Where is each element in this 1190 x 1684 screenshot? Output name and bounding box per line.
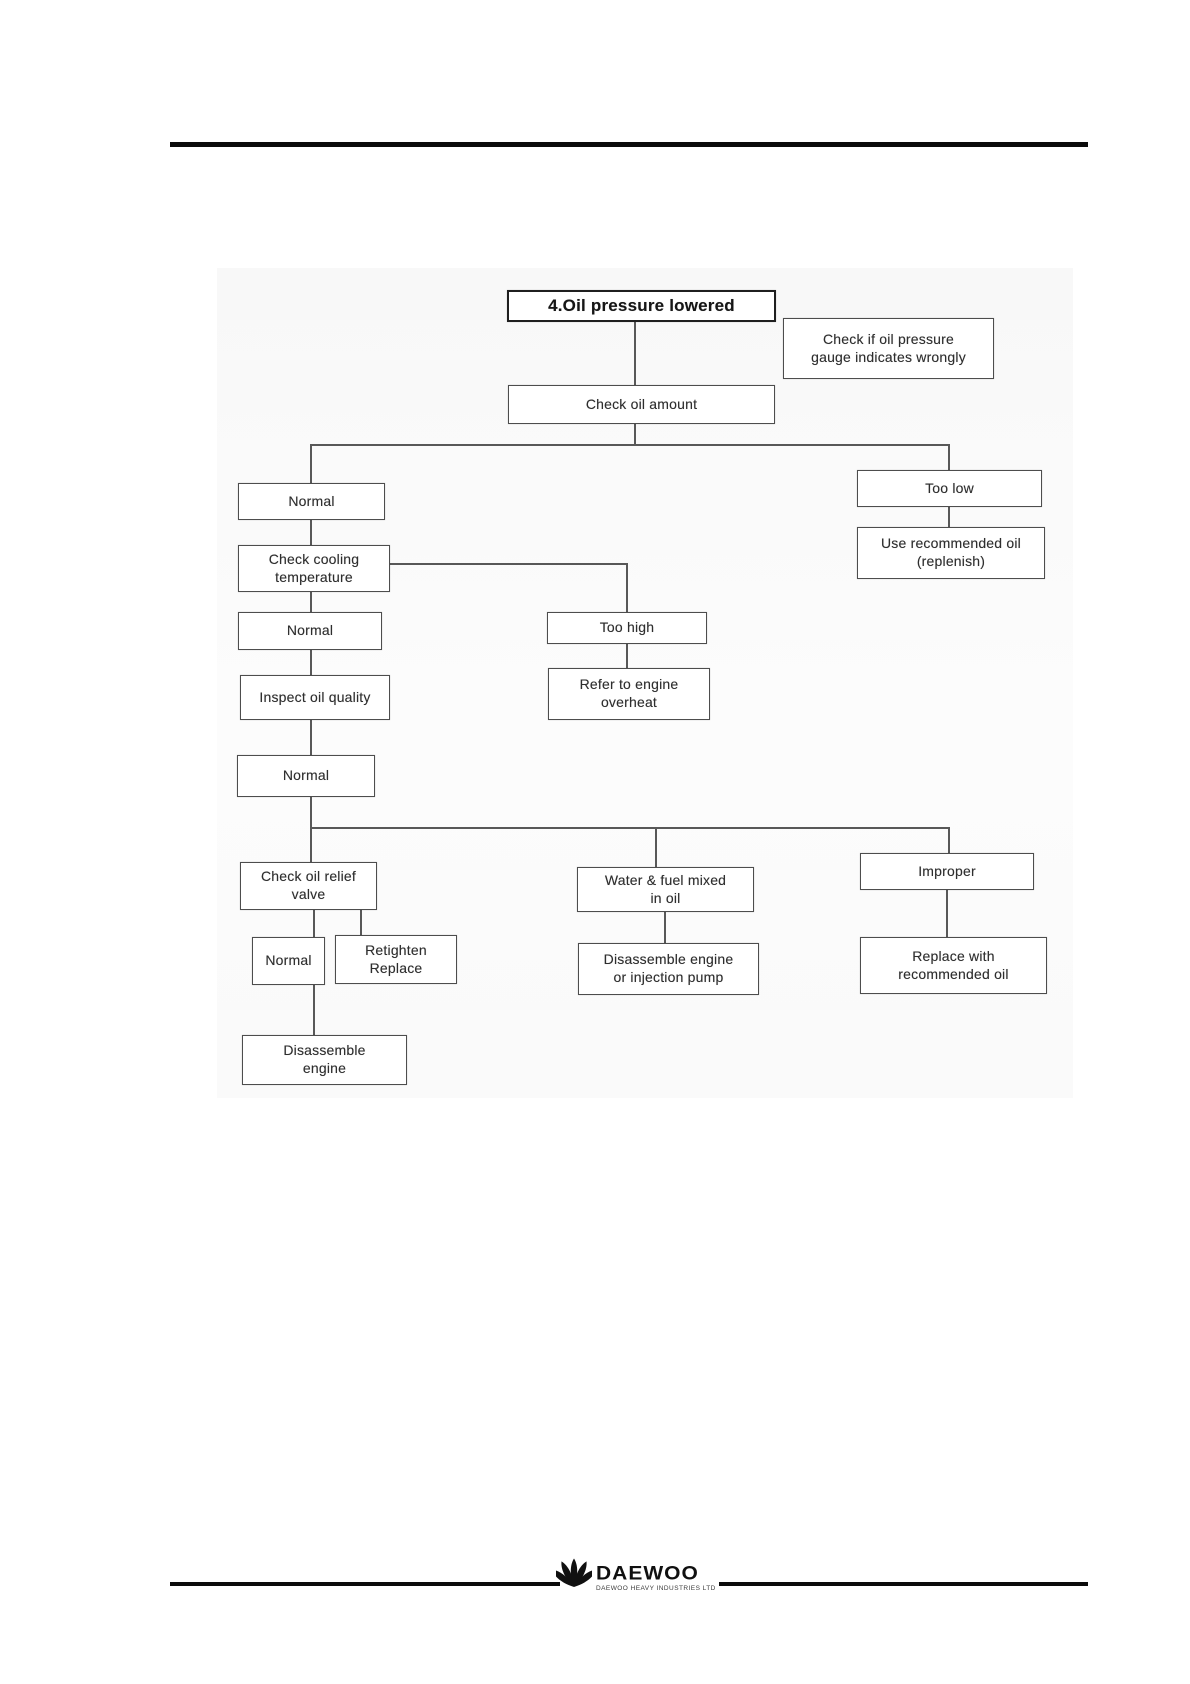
- connector: [310, 444, 312, 483]
- flow-node-replace-with-recommended-oil: Replace with recommended oil: [860, 937, 1047, 994]
- flow-node-normal-2: Normal: [238, 612, 382, 650]
- flow-node-check-cooling-temperature: Check cooling temperature: [238, 545, 390, 592]
- brand-text-block: DAEWOO DAEWOO HEAVY INDUSTRIES LTD: [596, 1556, 716, 1592]
- connector: [310, 518, 312, 545]
- flow-node-oil-pressure-lowered: 4.Oil pressure lowered: [507, 290, 776, 322]
- connector: [310, 590, 312, 612]
- flow-node-label: Too low: [925, 479, 974, 496]
- daewoo-fan-icon: [556, 1558, 592, 1587]
- flow-node-label: Too high: [599, 619, 655, 636]
- connector: [626, 563, 628, 612]
- flow-node-label: Check cooling temperature: [268, 550, 360, 585]
- brand-wordmark: DAEWOO: [596, 1562, 699, 1585]
- connector: [310, 827, 950, 829]
- flow-node-label: Refer to engine overheat: [579, 676, 679, 710]
- flow-node-check-oil-amount: Check oil amount: [508, 385, 775, 424]
- flow-node-improper: Improper: [860, 853, 1034, 890]
- flow-node-label: Disassemble engine or injection pump: [603, 951, 734, 985]
- flow-node-too-high: Too high: [547, 612, 707, 644]
- connector: [310, 648, 312, 675]
- flow-node-label: Normal: [282, 767, 330, 784]
- connector: [634, 318, 636, 385]
- flow-node-label: Water & fuel mixed in oil: [604, 871, 727, 906]
- connector: [360, 908, 362, 935]
- flow-node-label: Normal: [288, 492, 335, 509]
- footer-rule-left: [170, 1582, 560, 1586]
- brand-company-line: DAEWOO HEAVY INDUSTRIES LTD: [596, 1585, 716, 1592]
- footer-rule-right: [719, 1582, 1088, 1586]
- connector: [664, 910, 666, 943]
- flow-node-normal-1: Normal: [238, 483, 385, 520]
- connector: [310, 444, 950, 446]
- connector: [310, 718, 312, 755]
- flow-node-label: Improper: [918, 862, 976, 879]
- flow-node-label: Check if oil pressure gauge indicates wr…: [811, 330, 966, 365]
- connector: [948, 505, 950, 527]
- connector: [634, 422, 636, 444]
- flow-node-too-low: Too low: [857, 470, 1042, 507]
- flow-node-normal-4: Normal: [252, 937, 325, 985]
- flow-node-label: Retighten Replace: [365, 941, 427, 976]
- flow-node-label: Inspect oil quality: [259, 688, 371, 705]
- flow-node-use-recommended-oil: Use recommended oil (replenish): [857, 527, 1045, 579]
- flow-node-retighten-replace: Retighten Replace: [335, 935, 457, 984]
- flow-node-inspect-oil-quality: Inspect oil quality: [240, 675, 390, 720]
- connector: [948, 827, 950, 853]
- flow-node-label: Normal: [286, 622, 334, 639]
- flow-node-label: Use recommended oil (replenish): [881, 535, 1021, 569]
- connector: [313, 983, 315, 1035]
- flow-node-label: 4.Oil pressure lowered: [548, 296, 735, 316]
- connector: [946, 888, 948, 937]
- flow-node-gauge-note: Check if oil pressure gauge indicates wr…: [783, 318, 994, 379]
- flow-node-refer-engine-overheat: Refer to engine overheat: [548, 668, 710, 720]
- flow-node-water-fuel-mixed-in-oil: Water & fuel mixed in oil: [577, 867, 754, 912]
- daewoo-logo: DAEWOO DAEWOO HEAVY INDUSTRIES LTD: [556, 1556, 716, 1592]
- connector: [626, 642, 628, 668]
- flow-node-label: Disassemble engine: [283, 1042, 366, 1076]
- flow-node-normal-3: Normal: [237, 755, 375, 797]
- connector: [388, 563, 626, 565]
- connector: [655, 827, 657, 867]
- flow-node-disassemble-engine: Disassemble engine: [242, 1035, 407, 1085]
- top-rule: [170, 142, 1088, 147]
- flow-node-label: Replace with recommended oil: [898, 947, 1009, 982]
- connector: [948, 444, 950, 470]
- flow-node-label: Check oil amount: [585, 395, 698, 412]
- connector: [313, 908, 315, 937]
- flow-node-disassemble-engine-or-injection-pump: Disassemble engine or injection pump: [578, 943, 759, 995]
- flow-node-check-oil-relief-valve: Check oil relief valve: [240, 862, 377, 910]
- flow-node-label: Normal: [265, 952, 312, 969]
- flow-node-label: Check oil relief valve: [260, 868, 356, 902]
